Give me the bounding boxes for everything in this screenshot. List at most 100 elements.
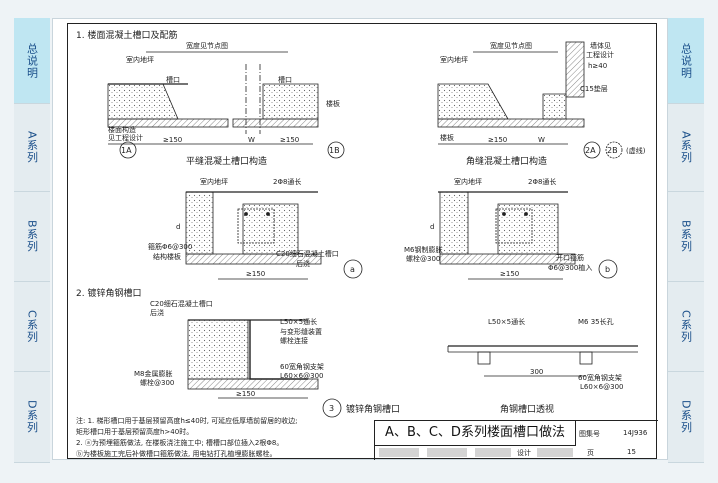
signature-blur-4 [537,448,573,457]
note-line: 矩形槽口用于基层预留高度h>40时。 [76,428,194,436]
note-line: ⓑ为楼板施工完后补做槽口箍筋做法, 用电钻打孔植埋膨胀螺栓。 [76,450,277,458]
dim-d-2: d [430,223,434,231]
label-dashed: (虚线) [626,146,646,155]
note-line: 2. ⓐ为预埋箍筋做法, 在楼板浇注施工中; 槽槽口部位插入2根Φ8。 [76,439,284,447]
drawing-sheet: 1. 楼面混凝土槽口及配筋 宽度见节点图 室内地坪 槽口 槽口 楼面构造 见工程… [52,18,668,460]
label-weld-1: 与变形缝装置 [280,327,322,336]
sidebar-right-tab-general[interactable]: 总说明 [668,18,704,104]
label-weld-2: 螺栓连接 [280,336,308,345]
detail-2a-2b [437,41,623,159]
label-indoor-floor-4: 室内地坪 [454,177,482,186]
title-block: A、B、C、D系列楼面槽口做法 图集号 14J936 设计 页 15 [374,420,658,460]
dim-width-1: 宽度见节点图 [186,41,228,50]
label-bracket: 60宽角钢支架 [280,362,324,371]
label-indoor-floor-1: 室内地坪 [126,55,154,64]
dim-300: 300 [530,368,543,376]
dim-150-1: ≥150 [163,136,182,144]
dim-150-5: ≥150 [500,270,519,278]
tag-3: 3 [329,404,334,413]
sidebar-left-tab-d[interactable]: D系列 [14,372,50,463]
label-rebar-top-2: 2Φ8通长 [528,177,556,186]
label-c15: C15垫层 [580,84,608,93]
label-angle-long: L50×5通长 [280,317,317,326]
label-c20-a: C20细石混凝土槽口 [276,249,339,258]
label-wall-note-1: 墙体见 [590,41,611,50]
page-number: 15 [627,448,636,456]
caption-corner-trough: 角缝混凝土槽口构造 [466,155,547,167]
label-floor-slab-2: 楼板 [440,133,454,142]
notes: 注: 1. 梯形槽口用于基层预留高度h≤40时, 可延应低厚墙前留居的收边; 矩… [76,416,376,460]
label-m6-bolt: M6钢制膨胀 [404,245,443,254]
label-m6-hole: M6 35长孔 [578,317,614,326]
sidebar-right-tab-d[interactable]: D系列 [668,372,704,463]
signature-blur-3 [475,448,511,457]
label-hook-rebar: 开口箍筋 [556,253,584,262]
dim-width-2: 宽度见节点图 [490,41,532,50]
label-bracket-spec: L60×6@300 [280,372,324,380]
label-bracket-2: 60宽角钢支架 [578,373,622,382]
detail-3 [187,319,342,418]
label-indoor-floor-3: 室内地坪 [200,177,228,186]
label-floor-slab-1: 楼板 [326,99,340,108]
design-label: 设计 [517,449,531,457]
label-later-pour-a: 后浇 [296,259,310,268]
label-wall-note-2: 工程设计 [586,50,614,59]
label-c20-3: C20细石混凝土槽口 [150,299,213,308]
label-see-design: 见工程设计 [108,133,143,142]
section1-heading: 1. 楼面混凝土槽口及配筋 [76,29,177,41]
detail-b [438,191,618,280]
note-line: 注: 1. 梯形槽口用于基层预留高度h≤40时, 可延应低厚墙前留居的收边; [76,417,298,425]
label-bracket-spec-2: L60×6@300 [580,383,624,391]
sidebar-right-tab-a[interactable]: A系列 [668,104,704,192]
label-hook-spacing: Φ6@300植入 [548,263,592,272]
detail-perspective [447,345,638,377]
dim-150-4: ≥150 [246,270,265,278]
sidebar-left-tab-general[interactable]: 总说明 [14,18,50,104]
tag-2b: 2B [607,146,618,155]
tag-2a: 2A [585,146,596,155]
label-m8-bolt: M8金属膨胀 [134,369,173,378]
label-angle-long-2: L50×5通长 [488,317,525,326]
signature-blur-2 [427,448,467,457]
label-later-pour-3: 后浇 [150,308,164,317]
label-m8-spacing: 螺栓@300 [140,378,174,387]
sidebar-right: 总说明 A系列 B系列 C系列 D系列 [668,18,704,463]
label-struct-slab: 结构楼板 [153,252,181,261]
label-trough-1: 槽口 [166,75,180,84]
sidebar-left-tab-b[interactable]: B系列 [14,192,50,282]
section2-heading: 2. 镀锌角钢槽口 [76,287,141,299]
sidebar-left: 总说明 A系列 B系列 C系列 D系列 [14,18,50,463]
tag-1b: 1B [329,146,340,155]
dim-150-2: ≥150 [280,136,299,144]
dim-d-1: d [176,223,180,231]
caption-angle-trough: 镀锌角钢槽口 [346,403,400,415]
sidebar-left-tab-c[interactable]: C系列 [14,282,50,372]
dim-w-1: W [248,136,255,144]
sidebar-right-tab-b[interactable]: B系列 [668,192,704,282]
sidebar-left-tab-a[interactable]: A系列 [14,104,50,192]
sidebar-right-tab-c[interactable]: C系列 [668,282,704,372]
label-trough-2: 槽口 [278,75,292,84]
drawing-frame: 1. 楼面混凝土槽口及配筋 宽度见节点图 室内地坪 槽口 槽口 楼面构造 见工程… [67,23,658,460]
dim-150-6: ≥150 [236,390,255,398]
atlas-label: 图集号 [579,430,600,438]
page-label: 页 [587,449,594,457]
dim-150-3: ≥150 [488,136,507,144]
detail-drawings: 1. 楼面混凝土槽口及配筋 宽度见节点图 室内地坪 槽口 槽口 楼面构造 见工程… [76,29,646,418]
detail-1a-1b [107,51,345,159]
label-bolt-spacing: 螺栓@300 [406,254,440,263]
label-floor-struct: 楼面构造 [108,125,136,134]
atlas-number: 14J936 [623,429,648,437]
caption-flat-trough: 平缝混凝土槽口构造 [186,155,267,167]
caption-perspective: 角钢槽口透视 [500,403,554,415]
dim-h40: h≥40 [588,62,607,70]
detail-a [185,191,363,280]
label-rebar-top-1: 2Φ8通长 [273,177,301,186]
label-rebar-hoop: 箍筋Φ6@300 [148,242,192,251]
tag-b: b [605,265,610,274]
label-indoor-floor-2: 室内地坪 [440,55,468,64]
signature-blur-1 [379,448,419,457]
tag-a: a [350,265,355,274]
dim-w-2: W [538,136,545,144]
tag-1a: 1A [121,146,132,155]
